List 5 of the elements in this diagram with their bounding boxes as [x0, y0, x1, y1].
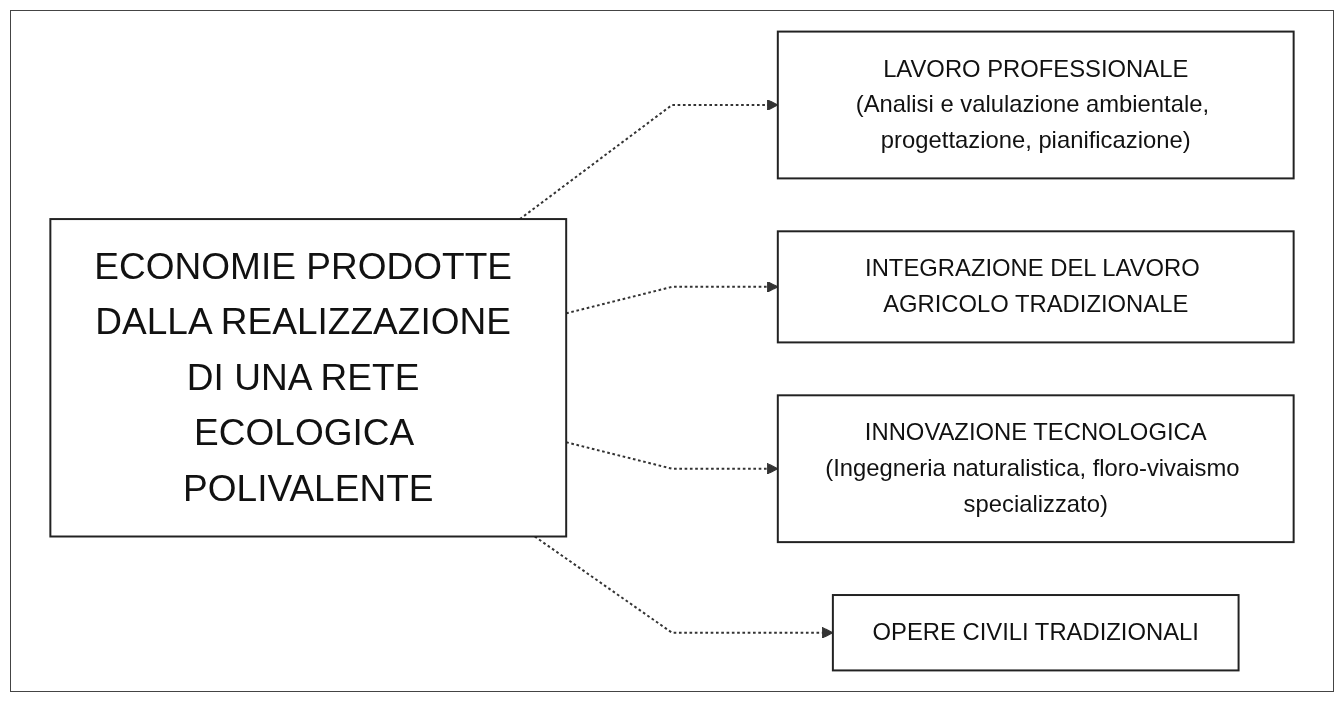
- node-box: OPERE CIVILI TRADIZIONALI: [831, 594, 1240, 672]
- node-box: INNOVAZIONE TECNOLOGICA (Ingegneria naturalistica, floro-vivaismo specializzato): [776, 394, 1295, 544]
- node-box: INTEGRAZIONE DEL LAVORO AGRICOLO TRADIZIONALE: [776, 230, 1295, 344]
- node-box: ECONOMIE PRODOTTE DALLA REALIZZAZIONE DI UNA RETE ECOLOGICA POLIVALENTE: [49, 218, 568, 538]
- node-box: LAVORO PROFESSIONALE (Analisi e valulazione ambientale, progettazione, pianificazione): [776, 30, 1295, 180]
